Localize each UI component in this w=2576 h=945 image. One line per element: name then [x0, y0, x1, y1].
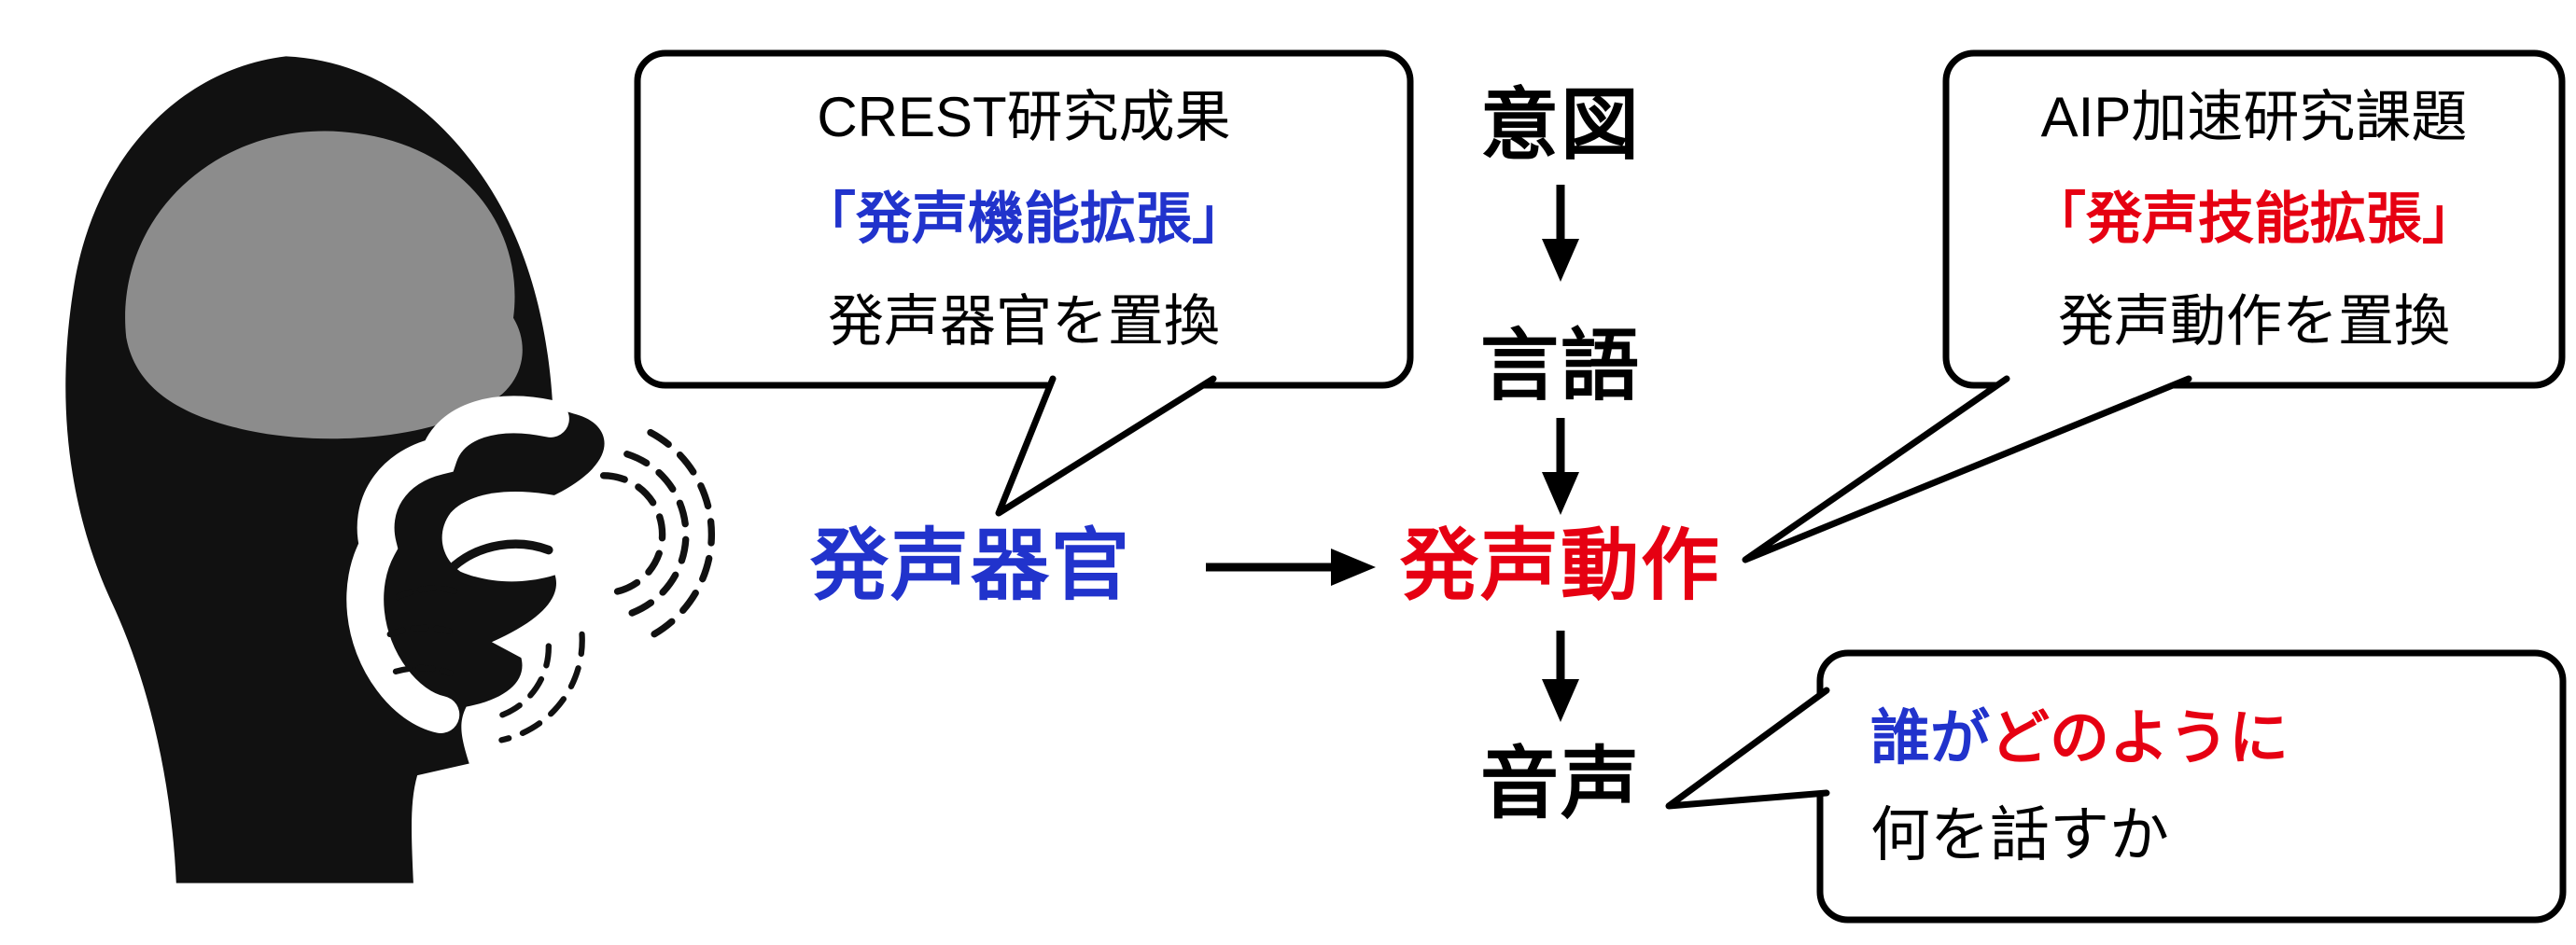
how-emphasis: どのように — [1990, 704, 2289, 771]
crest-bubble-line1: CREST研究成果 — [817, 86, 1231, 149]
crest-bubble-tail — [995, 375, 1217, 517]
flow-label-vocal-organs: 発声器官 — [810, 521, 1132, 609]
chin-sound-dashes — [486, 631, 585, 743]
who-how-bubble-line1: 誰がどのように — [1870, 708, 2289, 768]
arrow-language-to-articulation — [1542, 418, 1579, 515]
arrow-intent-to-language — [1542, 185, 1579, 282]
crest-bubble-shape — [634, 49, 1414, 517]
arrow-organs-to-articulation — [1206, 549, 1376, 586]
flow-label-articulation: 発声動作 — [1400, 521, 1722, 609]
flow-label-language: 言語 — [1480, 322, 1642, 410]
crest-bubble-line3: 発声器官を置換 — [828, 289, 1220, 353]
who-how-bubble: 誰がどのように 何を話すか — [1820, 653, 2563, 920]
arrow-articulation-to-speech — [1542, 631, 1579, 722]
tongue-line — [450, 539, 553, 571]
sound-waves-icon — [599, 428, 715, 640]
aip-bubble-line3: 発声動作を置換 — [2058, 289, 2450, 353]
aip-bubble-line2: 「発声技能拡張」 — [2030, 188, 2478, 251]
mouth-opening — [441, 492, 585, 582]
who-how-bubble-shape — [1665, 649, 2567, 924]
throat-fold-dashes — [386, 585, 458, 677]
flow-label-speech: 音声 — [1480, 740, 1642, 827]
crest-bubble: CREST研究成果 「発声機能拡張」 発声器官を置換 — [637, 53, 1410, 385]
brain-shape — [125, 131, 523, 439]
head-vocal-tract-illustration — [65, 56, 715, 883]
crest-bubble-line2: 「発声機能拡張」 — [800, 188, 1248, 251]
aip-bubble-shape — [1742, 49, 2566, 563]
aip-bubble-line1: AIP加速研究課題 — [2040, 86, 2468, 149]
vocal-tract-airway — [346, 396, 569, 733]
flow-arrows — [1206, 185, 1579, 722]
who-how-bubble-tail — [1665, 687, 1830, 810]
who-how-bubble-line2: 何を話すか — [1870, 801, 2169, 869]
aip-bubble-tail — [1742, 375, 2192, 563]
who-emphasis: 誰が — [1870, 704, 1990, 771]
flow-label-intent: 意図 — [1480, 81, 1642, 169]
aip-bubble: AIP加速研究課題 「発声技能拡張」 発声動作を置換 — [1946, 53, 2562, 385]
